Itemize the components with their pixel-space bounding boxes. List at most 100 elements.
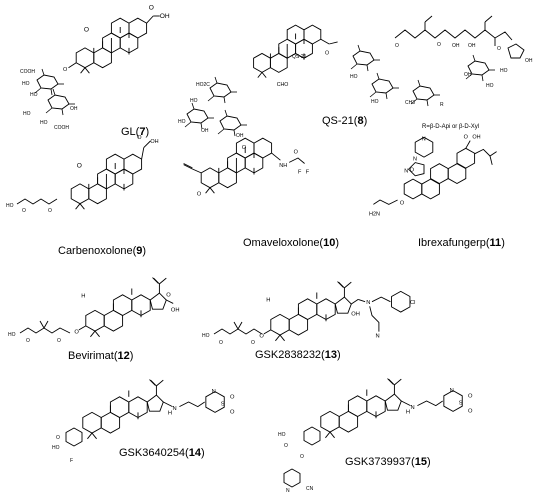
svg-text:HO: HO (371, 99, 379, 105)
svg-text:N: N (411, 405, 415, 411)
svg-text:N: N (404, 169, 408, 175)
svg-text:HO: HO (178, 119, 186, 125)
svg-text:O: O (230, 395, 235, 401)
structure-carbenoxolone: O OH O (71, 135, 159, 209)
svg-text:O: O (77, 162, 82, 169)
svg-text:N: N (450, 388, 454, 394)
r-group-note: R=β-D-Api or β-D-Xyl (422, 124, 479, 130)
structure-gl: O OH O O (63, 4, 170, 73)
structure-gsk3640254-ring: HO O F (52, 427, 83, 464)
svg-text:O: O (137, 135, 142, 141)
svg-text:HO: HO (30, 92, 38, 98)
svg-text:COOH: COOH (20, 69, 35, 75)
svg-text:HO2C: HO2C (196, 82, 210, 88)
svg-text:N: N (366, 300, 370, 306)
svg-text:O: O (300, 454, 304, 460)
qs21-inline-label: QS-21 (292, 54, 307, 60)
structure-gsk3640254: H N N S O O (83, 380, 235, 439)
svg-text:O: O (294, 150, 299, 156)
svg-text:N: N (413, 156, 417, 162)
carbenoxolone-ho: HO (6, 203, 14, 209)
structure-qs21: O CHO (254, 25, 338, 88)
svg-text:F: F (298, 169, 302, 175)
svg-text:O: O (56, 435, 60, 441)
caption-gsk3640254: GSK3640254(14) (119, 447, 205, 459)
svg-text:N: N (375, 333, 379, 339)
svg-text:OH: OH (351, 312, 360, 318)
caption-ibrexafungerp: Ibrexafungerp(11) (418, 237, 505, 249)
svg-text:O: O (325, 51, 329, 57)
svg-text:O: O (400, 200, 405, 206)
svg-text:HO: HO (23, 111, 31, 117)
svg-text:H: H (168, 411, 172, 417)
svg-text:OH: OH (472, 134, 480, 140)
structure-gsk2838232: OH N Cl N O H (259, 282, 415, 341)
svg-text:O: O (48, 208, 52, 214)
svg-text:O: O (242, 145, 247, 151)
svg-text:O: O (166, 293, 171, 299)
structure-gl-sugars: COOH HO HO HO HO COOH OH (20, 68, 78, 131)
svg-text:O: O (149, 4, 154, 11)
caption-qs21: QS-21(8) (322, 115, 368, 127)
structure-gsk2838232-chain (214, 322, 262, 334)
structure-qs21-chain (395, 16, 524, 58)
svg-text:COOH: COOH (54, 125, 69, 131)
caption-bevirimat: Bevirimat(12) (68, 350, 134, 362)
structure-ibrexafungerp: O OH O O H2N N N N (369, 134, 497, 217)
structure-gsk3739937: H N N S O O (321, 379, 473, 438)
svg-text:O: O (284, 443, 288, 449)
svg-text:N: N (286, 488, 290, 494)
svg-text:R: R (440, 102, 444, 108)
svg-text:N: N (212, 389, 216, 395)
svg-text:HO: HO (500, 68, 508, 74)
svg-text:CH3: CH3 (405, 100, 415, 106)
svg-text:OH: OH (171, 308, 180, 314)
svg-text:O: O (468, 409, 473, 415)
svg-text:OH: OH (236, 133, 244, 139)
svg-text:S: S (221, 401, 225, 407)
svg-text:O: O (219, 340, 223, 346)
svg-text:HO: HO (190, 98, 198, 104)
svg-text:OH: OH (464, 72, 472, 78)
svg-text:OH: OH (468, 43, 476, 49)
svg-text:CN: CN (306, 486, 314, 492)
svg-text:O: O (497, 46, 501, 52)
svg-text:OH: OH (525, 58, 533, 64)
svg-text:OH: OH (70, 106, 78, 112)
structure-bevirimat-chain (20, 321, 70, 333)
svg-text:O: O (74, 329, 79, 335)
svg-text:N: N (173, 406, 177, 412)
svg-text:HO: HO (8, 332, 16, 338)
svg-text:HO: HO (22, 81, 30, 87)
structure-bevirimat: OH O O H (74, 278, 180, 337)
svg-text:HO: HO (278, 432, 286, 438)
caption-gsk2838232: GSK2838232(13) (255, 349, 341, 361)
svg-text:O: O (63, 67, 68, 73)
svg-text:O: O (395, 43, 399, 49)
svg-text:O: O (26, 338, 30, 344)
svg-text:S: S (459, 400, 463, 406)
svg-text:O: O (259, 333, 264, 339)
svg-text:O: O (437, 42, 441, 48)
structure-gsk3739937-ring: HO O O N CN (278, 426, 321, 494)
svg-text:O: O (251, 340, 255, 346)
svg-text:O: O (22, 208, 26, 214)
structure-qs21-sugars: HO2C HO HO OH OH HO HO CH3 R OH HO (178, 44, 496, 139)
svg-text:H: H (406, 410, 410, 416)
svg-text:H: H (266, 298, 270, 304)
svg-text:F: F (70, 458, 73, 464)
svg-text:NH: NH (279, 163, 287, 169)
svg-text:OH: OH (201, 128, 209, 134)
svg-text:OH: OH (452, 43, 460, 49)
svg-text:OH: OH (160, 13, 170, 20)
svg-text:OH: OH (150, 139, 158, 145)
caption-carbenoxolone: Carbenoxolone(9) (58, 245, 147, 257)
svg-text:HO: HO (40, 120, 48, 126)
svg-text:N: N (422, 137, 426, 143)
svg-text:O: O (197, 191, 202, 197)
svg-text:HO: HO (486, 83, 494, 89)
svg-text:F: F (306, 169, 310, 175)
svg-text:H: H (81, 294, 85, 300)
caption-omaveloxolone: Omaveloxolone(10) (243, 237, 340, 249)
